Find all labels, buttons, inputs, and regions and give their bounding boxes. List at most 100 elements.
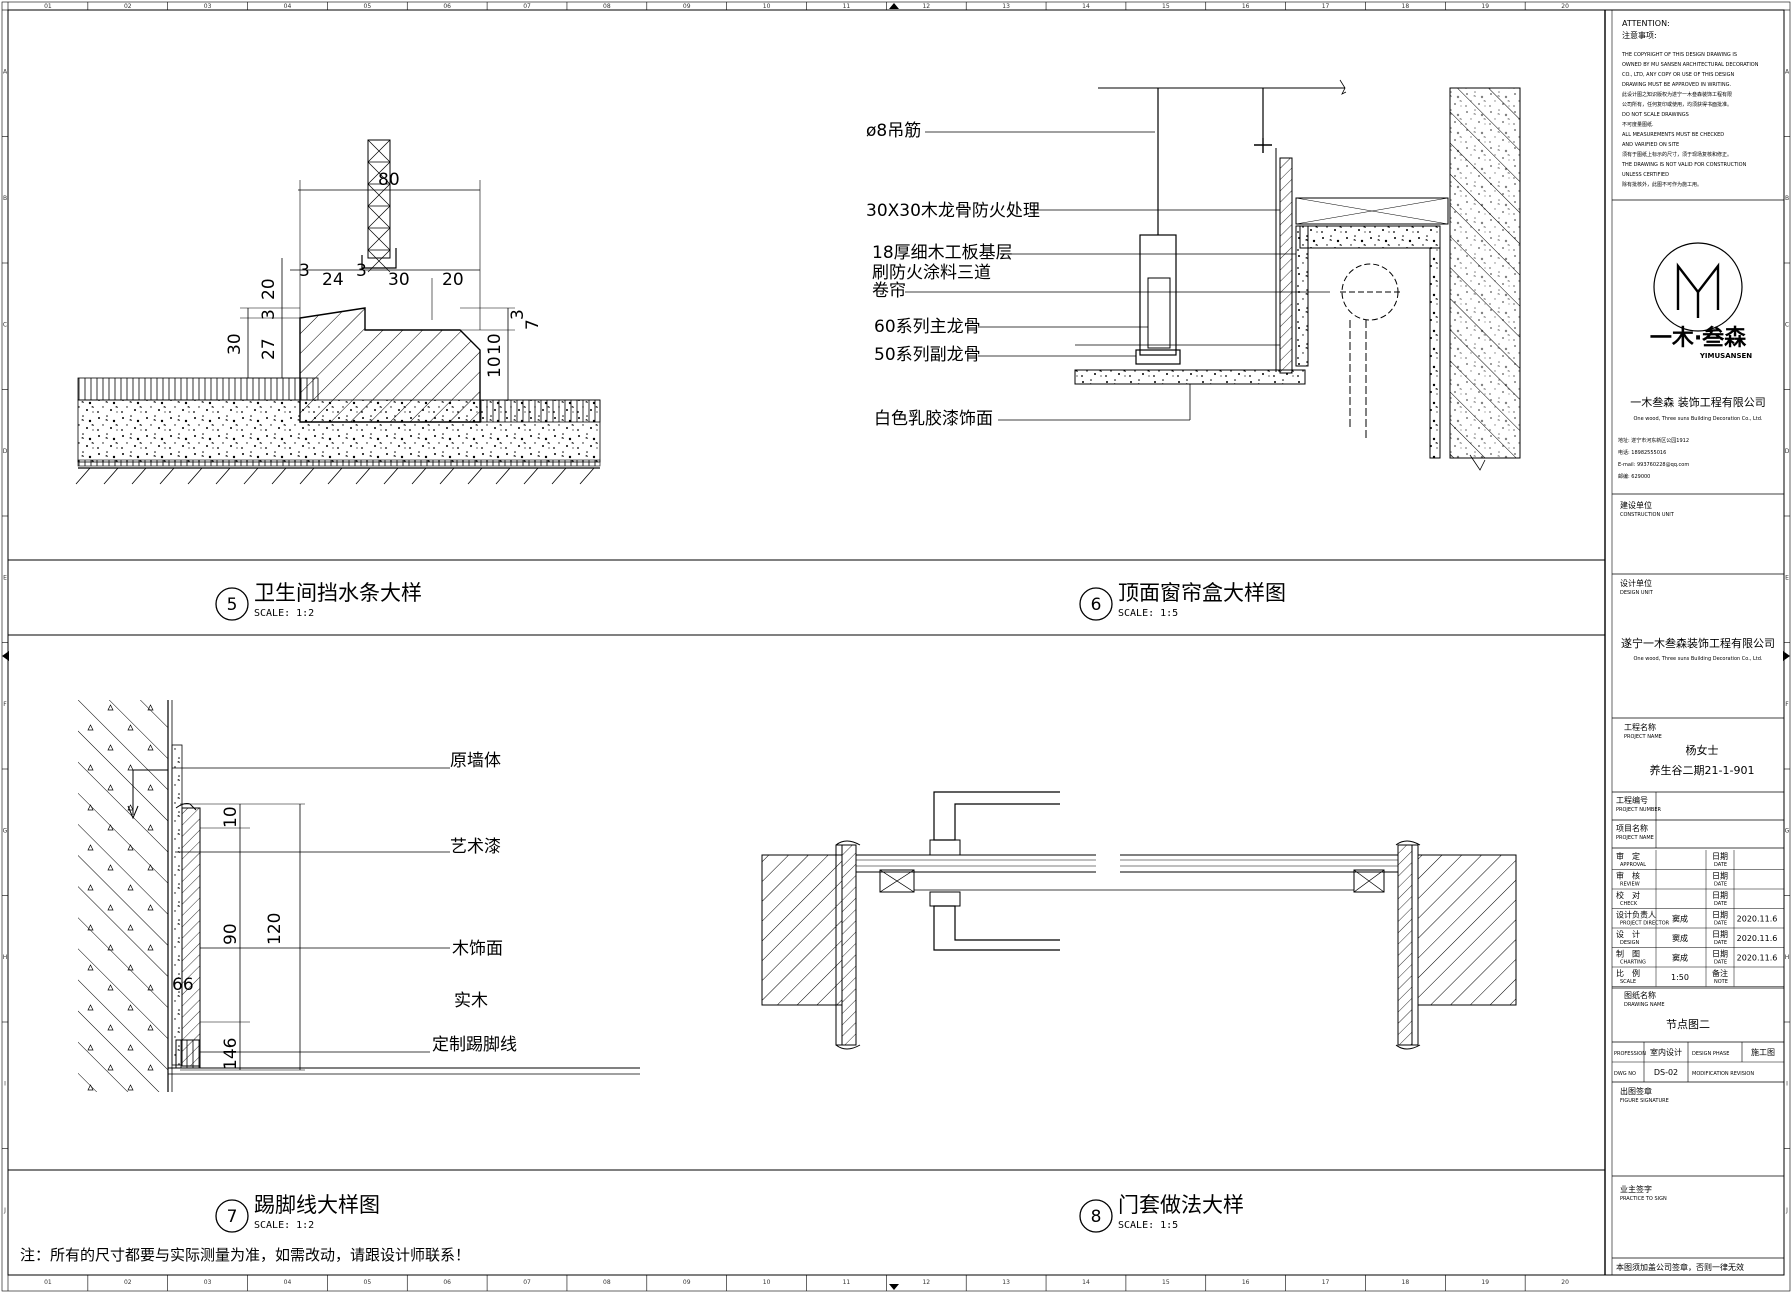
grid-col-label: 18: [1402, 3, 1410, 10]
tb-row-role: 比 例: [1616, 968, 1640, 978]
grid-row-label: C: [3, 321, 7, 328]
grid-col-label: 04: [284, 3, 292, 10]
d7-title: 踢脚线大样图: [254, 1193, 380, 1217]
d7-label-wood-veneer: 木饰面: [452, 939, 503, 959]
tb-note-line: CO., LTD, ANY COPY OR USE OF THIS DESIGN: [1622, 72, 1735, 78]
d5-dim-h30: 30: [225, 333, 245, 355]
project-number-en: PROJECT NUMBER: [1616, 807, 1661, 813]
company-name-en: One wood, Three suns Building Decoration…: [1633, 416, 1762, 422]
detail-7-skirting: 原墙体 艺术漆 木饰面 实木 定制踢脚线 10 90 120 66 146 7 …: [78, 700, 640, 1233]
dwg-no-value: DS-02: [1654, 1068, 1678, 1077]
tb-note-line: 公司所有，任何复印或使用，均须获得书面批准。: [1622, 101, 1732, 108]
construction-unit-cn: 建设单位: [1620, 500, 1652, 510]
grid-col-label: 02: [124, 1279, 132, 1286]
tb-row-role-en: APPROVAL: [1620, 862, 1646, 868]
tb-row-date-label: 备注: [1712, 968, 1728, 978]
profession-label: PROFESSION: [1614, 1051, 1646, 1057]
grid-col-label: 08: [603, 1279, 611, 1286]
grid-row-label: I: [4, 1080, 6, 1087]
tb-row-name: 窦成: [1672, 953, 1688, 963]
d7-dim-90: 90: [221, 923, 241, 945]
d6-scale: SCALE: 1:5: [1118, 608, 1178, 619]
design-phase-label: DESIGN PHASE: [1692, 1051, 1729, 1057]
company-name-cn: 一木叁森 装饰工程有限公司: [1630, 395, 1766, 409]
modification-label: MODIFICATION REVISION: [1692, 1071, 1754, 1077]
center-mark-bottom: [889, 1284, 899, 1290]
grid-col-label: 08: [603, 3, 611, 10]
d5-dim-30: 30: [388, 270, 410, 290]
d7-number: 7: [227, 1207, 238, 1227]
logo-text-en: YIMUSANSEN: [1699, 352, 1752, 360]
design-phase-value: 施工图: [1751, 1047, 1775, 1057]
tb-row-date: 2020.11.6: [1737, 934, 1778, 943]
tb-row-date-label-en: DATE: [1714, 940, 1727, 946]
d6-label-latex-finish: 白色乳胶漆饰面: [874, 409, 993, 429]
tb-row-role-en: CHECK: [1620, 901, 1638, 907]
tb-row-role-en: SCALE: [1620, 979, 1636, 985]
grid-col-label: 07: [523, 3, 531, 10]
detail-8-door-frame: 8 门套做法大样 SCALE: 1:5: [761, 791, 1517, 1233]
dwg-no-label: DWG NO: [1614, 1071, 1636, 1077]
grid-col-label: 16: [1242, 1279, 1250, 1286]
tb-row-date-label: 日期: [1712, 930, 1728, 939]
d6-label-hanger: ø8吊筋: [866, 121, 921, 141]
tb-note-line: THE DRAWING IS NOT VALID FOR CONSTRUCTIO…: [1621, 162, 1747, 168]
d6-label-wood-keel: 30X30木龙骨防火处理: [866, 201, 1040, 221]
tb-note-line: 须有于图纸上标示的尺寸，须于现场复核和修正。: [1622, 151, 1732, 158]
d6-label-roller-blind: 卷帘: [872, 281, 906, 301]
grid-col-label: 15: [1162, 3, 1170, 10]
grid-row-label: F: [1785, 701, 1789, 708]
d7-label-solid-wood: 实木: [454, 991, 488, 1011]
company-logo: [1653, 242, 1743, 332]
contact-address: 地址: 遂宁市河东新区公园1912: [1618, 437, 1689, 444]
tb-row-date: 2020.11.6: [1737, 954, 1778, 963]
grid-col-label: 09: [683, 1279, 691, 1286]
tb-row-date-label: 日期: [1712, 872, 1728, 881]
project-name-cn: 工程名称: [1624, 722, 1656, 732]
grid-col-label: 02: [124, 3, 132, 10]
contact-email: E-mail: 993760228@qq.com: [1618, 462, 1689, 468]
grid-col-label: 19: [1481, 1279, 1489, 1286]
d5-dim-h3b: 3: [508, 309, 528, 320]
tb-row-role: 设计负责人: [1616, 910, 1656, 920]
d5-dim-80: 80: [378, 170, 400, 190]
grid-col-label: 17: [1322, 1279, 1330, 1286]
grid-row-label: B: [3, 195, 7, 202]
grid-col-label: 13: [1002, 1279, 1010, 1286]
d5-dim-h27: 27: [259, 338, 279, 360]
d6-label-fire-paint: 刷防火涂料三道: [872, 263, 991, 283]
grid-row-label: H: [3, 954, 8, 961]
grid-col-label: 18: [1402, 1279, 1410, 1286]
grid-col-label: 06: [443, 1279, 451, 1286]
tb-note-line: 不可度量图纸.: [1622, 121, 1654, 128]
d5-dim-3b: 3: [356, 261, 367, 281]
d7-label-wall: 原墙体: [450, 751, 501, 771]
d5-dim-h20: 20: [259, 278, 279, 300]
grid-col-label: 17: [1322, 3, 1330, 10]
tb-row-role: 校 对: [1616, 890, 1640, 900]
tb-note-line: THE COPYRIGHT OF THIS DESIGN DRAWING IS: [1621, 52, 1737, 58]
d5-number: 5: [227, 595, 238, 615]
tb-row-role-en: REVIEW: [1620, 882, 1640, 888]
d6-label-board: 18厚细木工板基层: [872, 243, 1013, 263]
tb-note-line: DO NOT SCALE DRAWINGS: [1622, 112, 1689, 118]
grid-col-label: 14: [1082, 1279, 1090, 1286]
d5-dim-h3: 3: [259, 309, 279, 320]
detail-5-waterstop: 80 24 3 3 30 20 20 3 27 30 10 10 3 7 5 卫…: [75, 139, 601, 621]
d8-number: 8: [1091, 1207, 1102, 1227]
d5-title: 卫生间挡水条大样: [254, 581, 422, 605]
grid-col-label: 09: [683, 3, 691, 10]
tb-row-date-label: 日期: [1712, 852, 1728, 861]
drawing-name-cn: 图纸名称: [1624, 990, 1656, 1000]
d8-title: 门套做法大样: [1118, 1193, 1244, 1217]
grid-col-label: 20: [1561, 3, 1569, 10]
d7-label-skirting: 定制踢脚线: [432, 1035, 517, 1055]
grid-row-label: J: [1785, 1207, 1788, 1214]
d6-label-sub-keel: 50系列副龙骨: [874, 345, 981, 365]
grid-row-label: A: [1785, 68, 1790, 75]
grid-col-label: 04: [284, 1279, 292, 1286]
tb-note-line: UNLESS CERTIFIED: [1622, 172, 1669, 178]
